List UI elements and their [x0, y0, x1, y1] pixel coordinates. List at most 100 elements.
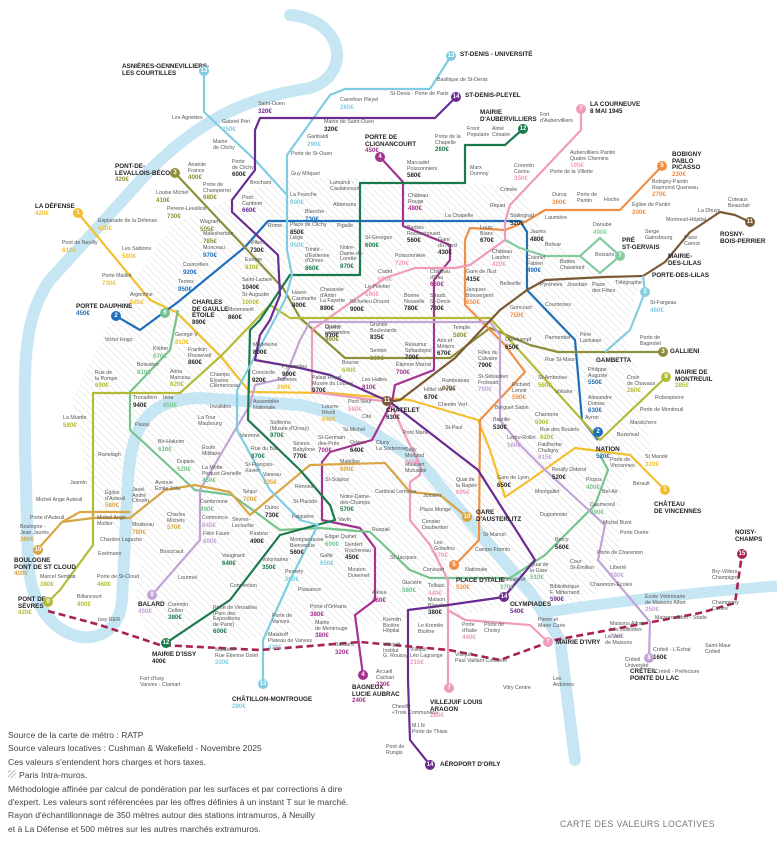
station-name: Tolbiac: [428, 583, 445, 589]
station-label: Michel Bizot: [603, 520, 632, 527]
terminus-name: Châtelet: [386, 407, 420, 414]
station-name: Couronnes: [545, 302, 571, 308]
station-label: Ranelagh: [98, 452, 121, 459]
station-name: Commerce: [202, 515, 228, 521]
station-price: 600€: [290, 198, 304, 206]
terminus-name: Gallieni: [670, 348, 700, 355]
station-price: 560€: [290, 549, 304, 557]
station-price: 320€: [645, 460, 659, 468]
station-label: Guy Môquet: [291, 171, 320, 178]
station-price: 400€: [188, 174, 202, 182]
station-label: Porte de Choisy: [484, 622, 505, 634]
station-name: Porte de Choisy: [484, 622, 505, 634]
station-name: Les Ardoines: [553, 676, 574, 688]
station-price: 690€: [378, 275, 392, 283]
station-name: Jaurès: [530, 229, 546, 235]
station-name: Opéra: [325, 325, 340, 331]
station-price: 1040€: [242, 283, 260, 291]
station-price: 610€: [62, 246, 76, 254]
station-label: St-Marcel: [483, 532, 506, 539]
terminus-name: Mairie d'Ivry: [556, 639, 601, 646]
station-label: Javel André Citroën: [132, 487, 149, 505]
station-price: 735€: [263, 478, 277, 486]
station-price: 440€: [462, 634, 476, 642]
station-label: Créteil Université: [625, 657, 649, 669]
station-name: Porte Dorée: [620, 530, 649, 536]
station-name: St-Placide: [293, 499, 318, 505]
station-name: Ranelagh: [98, 452, 121, 458]
terminus-label: Bagneux Lucie Aubrac240€: [352, 684, 400, 705]
station-label: Bérault: [633, 481, 650, 488]
source-map-text: Source de la carte de métro : RATP: [8, 730, 144, 740]
station-label: Porte de la Villette: [550, 169, 593, 176]
station-name: Blanche: [305, 209, 325, 215]
station-name: Rome: [268, 223, 283, 229]
station-name: Reuilly Diderot: [552, 467, 587, 473]
station-name: Trocadéro: [133, 395, 157, 401]
station-name: Pont de Neuilly: [62, 240, 98, 246]
station-name: Richard Lenoir: [512, 382, 531, 394]
station-name: Gare du Nord: [438, 237, 457, 249]
station-label: Rue St-Maur: [545, 357, 575, 364]
station-label: St-Jacques: [390, 555, 417, 562]
metro-line-7: [310, 109, 583, 688]
station-name: Alésia: [372, 590, 387, 596]
station-name: Avenue Émile Zola: [155, 480, 181, 492]
station-name: Bréguet Sabin: [495, 405, 529, 411]
station-name: Bobigny-Pantin Raymond Queneau: [652, 179, 698, 191]
station-name: St-Augustin: [242, 292, 270, 298]
station-name: Falguière: [292, 514, 315, 520]
station-label: Voltaire: [555, 389, 573, 396]
station-price: 730€: [305, 215, 319, 223]
station-price: 420€: [268, 644, 282, 652]
terminus-name: St-Denis-Pleyel: [465, 92, 521, 99]
station-price: 280€: [627, 387, 641, 395]
station-label: École Militaire: [202, 445, 220, 457]
station-name: Montparnasse Bienvenüe: [290, 537, 324, 549]
station-price: 940€: [133, 401, 147, 409]
station-price: 670€: [480, 237, 494, 245]
station-name: Champigny Centre: [712, 600, 739, 612]
station-price: 320€: [258, 107, 272, 115]
station-name: Marcel Sembat: [40, 574, 76, 580]
station-price: 460€: [650, 306, 664, 314]
station-price: 420€: [98, 224, 112, 232]
station-price: 505€: [200, 225, 214, 233]
station-name: Gaîté: [320, 553, 333, 559]
station-label: Place Monge: [420, 507, 451, 514]
station-name: Coteaux Beauclair: [728, 197, 751, 209]
station-price: 490€: [250, 537, 264, 545]
station-name: Bibliothèque F. Mitterrand: [550, 584, 580, 596]
station-label: Varenne: [240, 433, 260, 440]
station-name: Courcelles: [183, 262, 209, 268]
station-name: Jourdain: [567, 282, 588, 288]
station-price: 200€: [632, 208, 646, 216]
station-name: Lourmel: [178, 575, 198, 581]
station-price: 680€: [203, 194, 217, 202]
station-name: Mairie de Saint-Ouen: [324, 119, 375, 125]
station-price: 580€: [122, 252, 136, 260]
station-price: 950€: [290, 241, 304, 249]
station-price: 810€: [362, 383, 376, 391]
station-price: 580€: [407, 172, 421, 180]
station-name: Père Lachaise: [580, 332, 602, 344]
station-price: 450€: [202, 477, 216, 485]
station-price: 580€: [402, 586, 416, 594]
paris-intramuros-area: [72, 178, 652, 640]
